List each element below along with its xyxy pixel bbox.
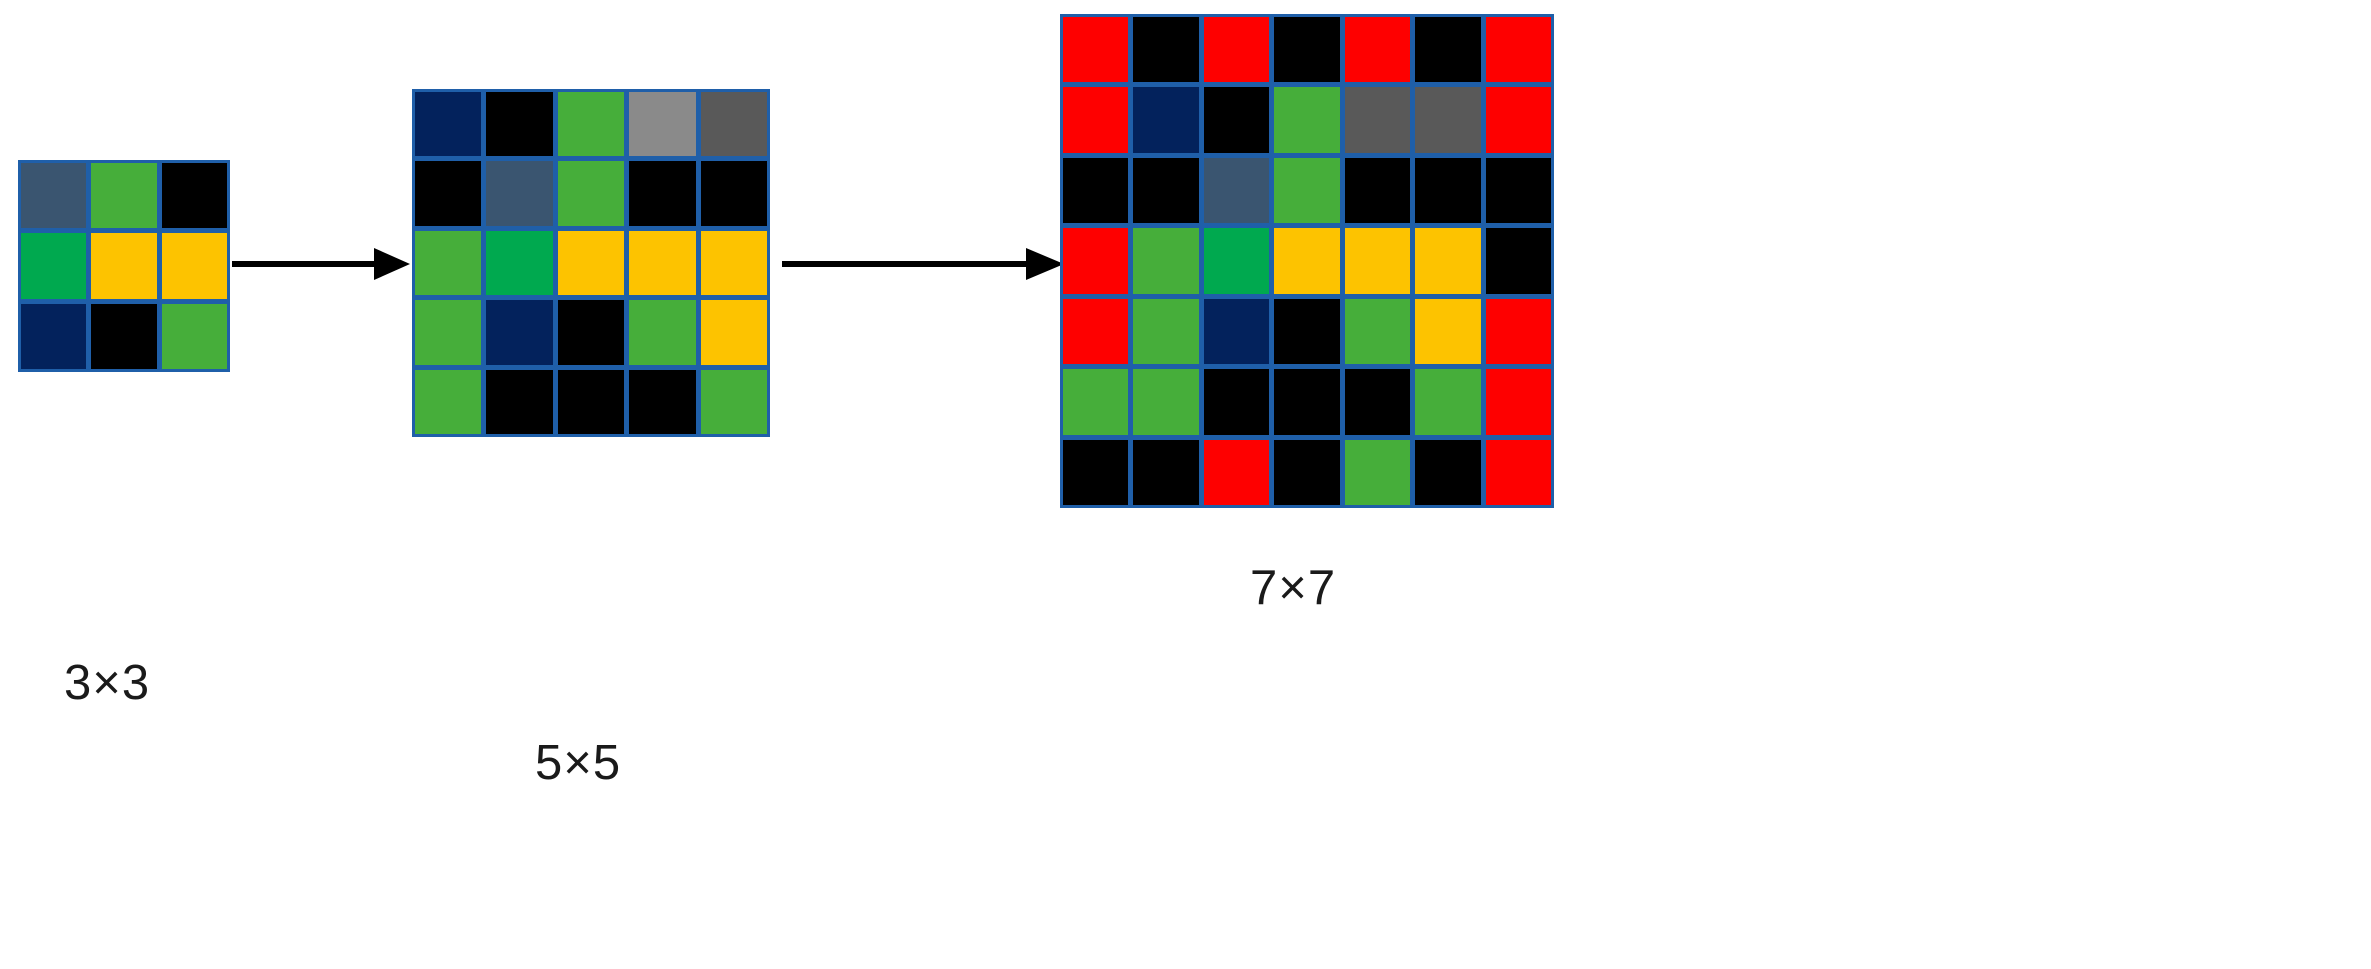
stage-7x7-block xyxy=(1060,14,1554,508)
grid-cell xyxy=(1274,228,1340,294)
grid-cell xyxy=(1203,439,1270,505)
grid-cell xyxy=(1415,228,1481,294)
arrow-5x5-to-7x7 xyxy=(782,244,1064,284)
grid-7x7 xyxy=(1060,14,1554,508)
grid-cell xyxy=(486,230,553,296)
caption-7x7: 7×7 xyxy=(1250,561,1337,615)
grid-cell xyxy=(1415,157,1481,224)
grid-3x3 xyxy=(18,160,230,372)
grid-cell xyxy=(1485,157,1551,224)
grid-cell xyxy=(700,300,767,365)
grid-cell xyxy=(1344,298,1411,365)
grid-cell xyxy=(1133,439,1199,505)
arrow-right-icon xyxy=(232,248,410,280)
grid-cell xyxy=(415,300,482,365)
grid-cell xyxy=(1415,17,1481,83)
stage-3x3-block xyxy=(18,160,230,372)
grid-cell xyxy=(557,92,625,157)
grid-cell xyxy=(161,163,227,229)
grid-cell xyxy=(415,161,482,226)
grid-cell xyxy=(1203,157,1270,224)
grid-cell xyxy=(486,92,553,157)
grid-cell xyxy=(415,230,482,296)
grid-cell xyxy=(1344,369,1411,435)
caption-3x3: 3×3 xyxy=(64,656,151,710)
grid-cell xyxy=(1274,87,1340,153)
grid-cell xyxy=(1203,369,1270,435)
grid-cell xyxy=(1485,298,1551,365)
grid-cell xyxy=(486,161,553,226)
grid-cell xyxy=(1063,298,1129,365)
grid-cell xyxy=(1415,87,1481,153)
grid-cell xyxy=(1485,17,1551,83)
grid-cell xyxy=(1415,298,1481,365)
grid-cell xyxy=(557,161,625,226)
grid-cell xyxy=(1344,87,1411,153)
grid-cell xyxy=(1274,369,1340,435)
arrow-3x3-to-5x5 xyxy=(232,244,410,284)
grid-cell xyxy=(700,369,767,434)
grid-cell xyxy=(700,230,767,296)
grid-cell xyxy=(1274,298,1340,365)
grid-cell xyxy=(629,230,696,296)
grid-cell xyxy=(1415,369,1481,435)
grid-cell xyxy=(629,369,696,434)
grid-cell xyxy=(629,300,696,365)
grid-cell xyxy=(21,303,87,369)
grid-cell xyxy=(1063,228,1129,294)
grid-cell xyxy=(1274,439,1340,505)
grid-cell xyxy=(1063,157,1129,224)
grid-cell xyxy=(1063,439,1129,505)
grid-cell xyxy=(1485,87,1551,153)
grid-cell xyxy=(700,92,767,157)
grid-cell xyxy=(1485,228,1551,294)
grid-cell xyxy=(161,303,227,369)
grid-cell xyxy=(91,303,157,369)
arrow-right-icon xyxy=(782,248,1064,280)
grid-cell xyxy=(700,161,767,226)
grid-cell xyxy=(91,233,157,299)
grid-cell xyxy=(1133,228,1199,294)
grid-cell xyxy=(1133,298,1199,365)
grid-cell xyxy=(1203,17,1270,83)
grid-cell xyxy=(1344,439,1411,505)
grid-cell xyxy=(161,233,227,299)
grid-cell xyxy=(1133,369,1199,435)
grid-cell xyxy=(1203,87,1270,153)
grid-cell xyxy=(21,233,87,299)
grid-cell xyxy=(1133,87,1199,153)
grid-cell xyxy=(1203,228,1270,294)
grid-cell xyxy=(1063,369,1129,435)
grid-cell xyxy=(1415,439,1481,505)
grid-cell xyxy=(21,163,87,229)
grid-cell xyxy=(1344,157,1411,224)
stage-5x5-block xyxy=(412,89,770,437)
grid-cell xyxy=(1485,439,1551,505)
grid-cell xyxy=(91,163,157,229)
grid-cell xyxy=(415,92,482,157)
grid-cell xyxy=(1274,157,1340,224)
grid-cell xyxy=(1063,87,1129,153)
grid-5x5 xyxy=(412,89,770,437)
caption-5x5: 5×5 xyxy=(535,736,622,790)
grid-cell xyxy=(557,230,625,296)
grid-cell xyxy=(1063,17,1129,83)
grid-cell xyxy=(557,369,625,434)
grid-cell xyxy=(557,300,625,365)
grid-cell xyxy=(486,300,553,365)
grid-cell xyxy=(1344,17,1411,83)
grid-cell xyxy=(629,161,696,226)
grid-cell xyxy=(1133,157,1199,224)
grid-cell xyxy=(1485,369,1551,435)
grid-cell xyxy=(629,92,696,157)
grid-cell xyxy=(1203,298,1270,365)
grid-cell xyxy=(1133,17,1199,83)
grid-cell xyxy=(486,369,553,434)
grid-cell xyxy=(415,369,482,434)
grid-cell xyxy=(1274,17,1340,83)
grid-cell xyxy=(1344,228,1411,294)
